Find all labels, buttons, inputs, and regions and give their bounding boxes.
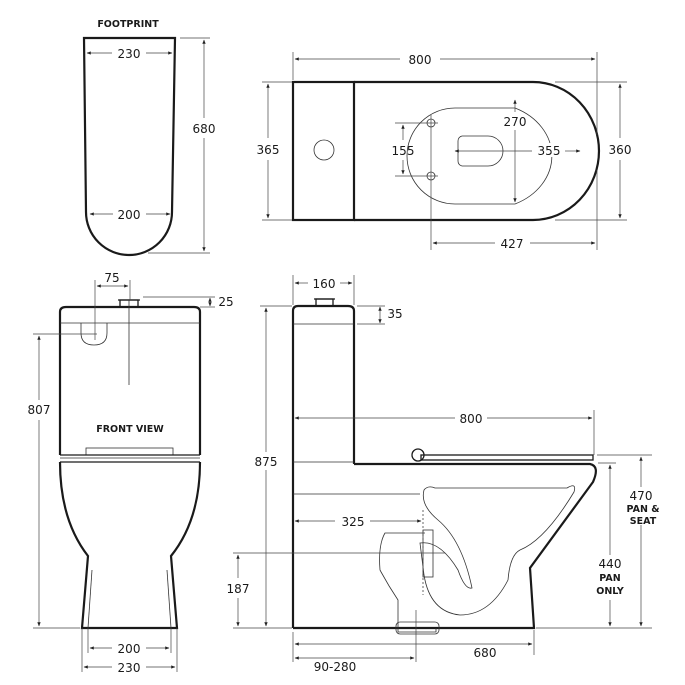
front-base-outer-width: 230 xyxy=(118,661,141,675)
front-inlet-height: 807 xyxy=(28,403,51,417)
top-seat-fixing-spacing: 155 xyxy=(392,144,415,158)
top-view: 800 365 155 270 355 360 427 xyxy=(257,52,632,251)
footprint-length: 680 xyxy=(193,122,216,136)
cistern-side-outline xyxy=(291,304,356,628)
front-view-title: FRONT VIEW xyxy=(96,424,164,435)
pan-only-height: 440 xyxy=(599,557,622,571)
side-overall-length: 800 xyxy=(460,412,483,426)
pan-only-label-line1: PAN xyxy=(599,573,620,584)
cistern-front-outline xyxy=(58,305,202,455)
side-lid-thickness: 35 xyxy=(387,307,402,321)
front-button-height: 25 xyxy=(218,295,233,309)
cistern-top-outline xyxy=(291,80,356,222)
bowl-outlet xyxy=(457,135,504,167)
top-bowl-width: 360 xyxy=(609,143,632,157)
top-tank-depth: 365 xyxy=(257,143,280,157)
seat-side xyxy=(420,454,594,461)
outlet-spigot xyxy=(379,532,425,628)
side-outlet-height: 187 xyxy=(227,582,250,596)
inlet-cutout xyxy=(80,323,108,346)
bowl-trapway xyxy=(419,485,576,616)
top-bowl-inner-length: 355 xyxy=(538,144,561,158)
footprint-width-top: 230 xyxy=(118,47,141,61)
side-view: 160 35 875 800 325 187 680 90-280 xyxy=(227,275,660,674)
pan-seat-label-line1: PAN & xyxy=(627,504,660,515)
top-overall-length: 800 xyxy=(409,53,432,67)
pan-top-outline xyxy=(354,80,601,222)
side-outlet-to-wall: 325 xyxy=(342,515,365,529)
front-view: FRONT VIEW 75 25 807 200 230 xyxy=(28,271,234,675)
footprint-view: FOOTPRINT 230 200 680 xyxy=(82,19,216,257)
flush-button-circle xyxy=(313,139,335,161)
front-base-inner-width: 200 xyxy=(118,642,141,656)
footprint-outline xyxy=(82,36,177,257)
pan-side-outline xyxy=(293,462,597,630)
top-bowl-inner-width: 270 xyxy=(504,115,527,129)
footprint-width-bottom: 200 xyxy=(118,208,141,222)
pan-seat-height: 470 xyxy=(630,489,653,503)
bowl-inner-outline xyxy=(406,107,553,205)
side-pan-base-length: 680 xyxy=(474,646,497,660)
top-fixing-to-front: 427 xyxy=(501,237,524,251)
front-button-offset: 75 xyxy=(104,271,119,285)
pan-only-label-line2: ONLY xyxy=(596,586,624,597)
footprint-title: FOOTPRINT xyxy=(97,19,159,30)
pan-front-outline xyxy=(58,461,202,630)
side-overall-height: 875 xyxy=(255,455,278,469)
side-tank-depth: 160 xyxy=(313,277,336,291)
pan-seat-label-line2: SEAT xyxy=(630,516,657,527)
side-set-out-range: 90-280 xyxy=(314,660,357,674)
